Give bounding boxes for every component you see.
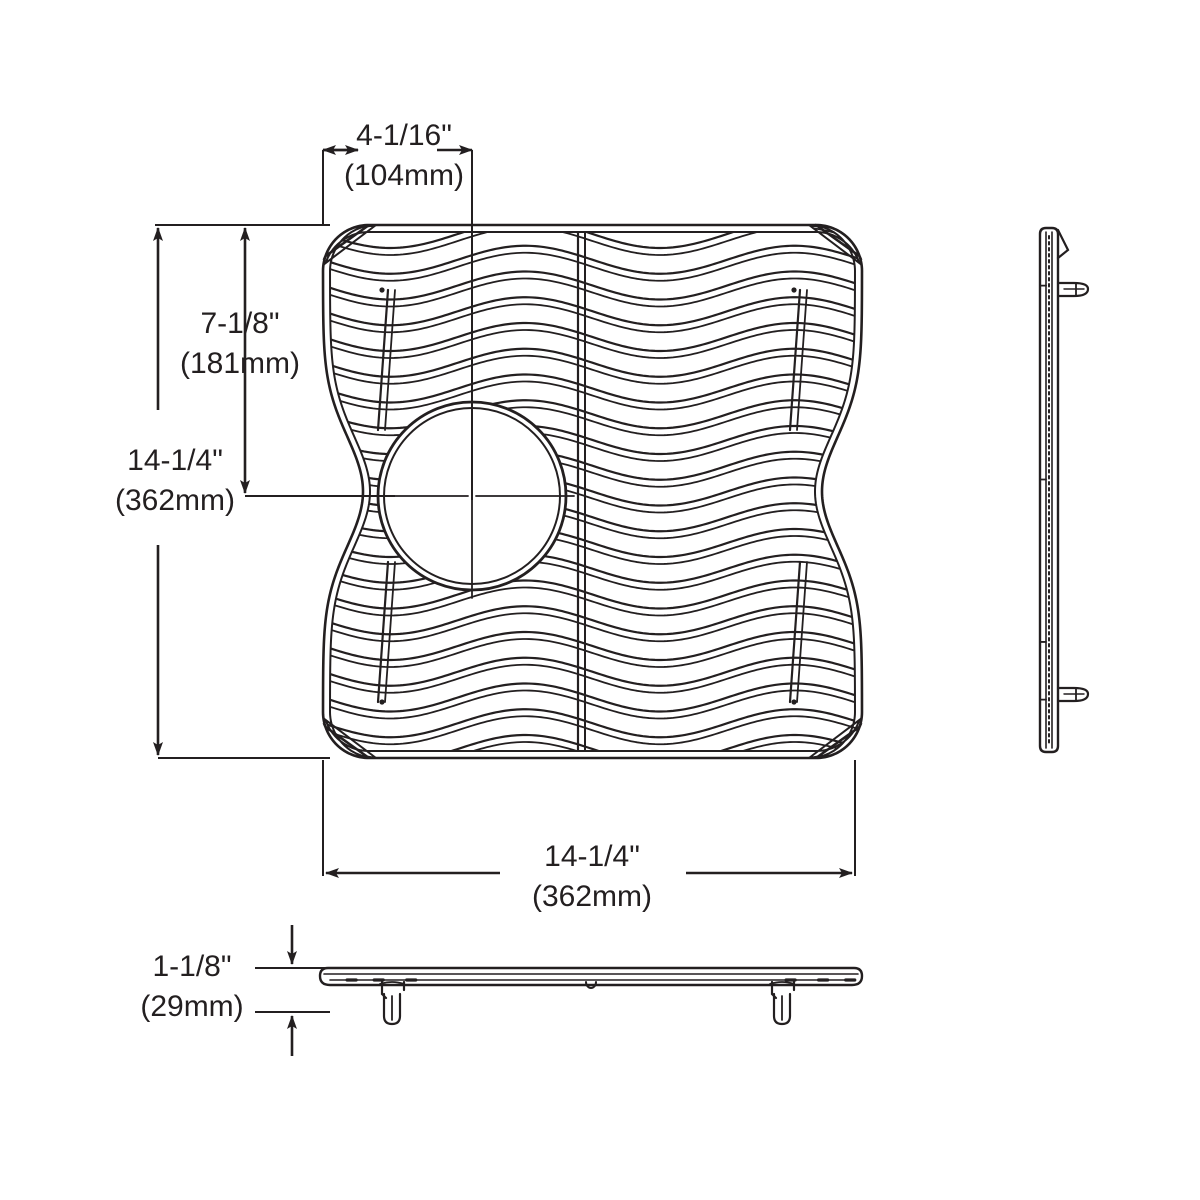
dimension-lines-layer [153,145,856,1056]
overall-height-imperial-label: 14-1/4" [127,444,223,477]
hole-offset-metric-label: (104mm) [344,159,464,192]
thickness-imperial-label: 1-1/8" [152,950,231,983]
thickness-metric-label: (29mm) [140,990,243,1023]
hole-center-height-imperial-label: 7-1/8" [200,307,279,340]
dimension-labels: 4-1/16" (104mm) 7-1/8" (181mm) 14-1/4" (… [115,119,652,1023]
front-section-view [318,966,864,1026]
hole-center-height-metric-label: (181mm) [180,347,300,380]
top-view-grid [321,223,864,760]
hole-offset-imperial-label: 4-1/16" [356,119,452,152]
overall-width-imperial-label: 14-1/4" [544,840,640,873]
right-side-view [1038,226,1090,754]
overall-width-metric-label: (362mm) [532,880,652,913]
overall-height-metric-label: (362mm) [115,484,235,517]
